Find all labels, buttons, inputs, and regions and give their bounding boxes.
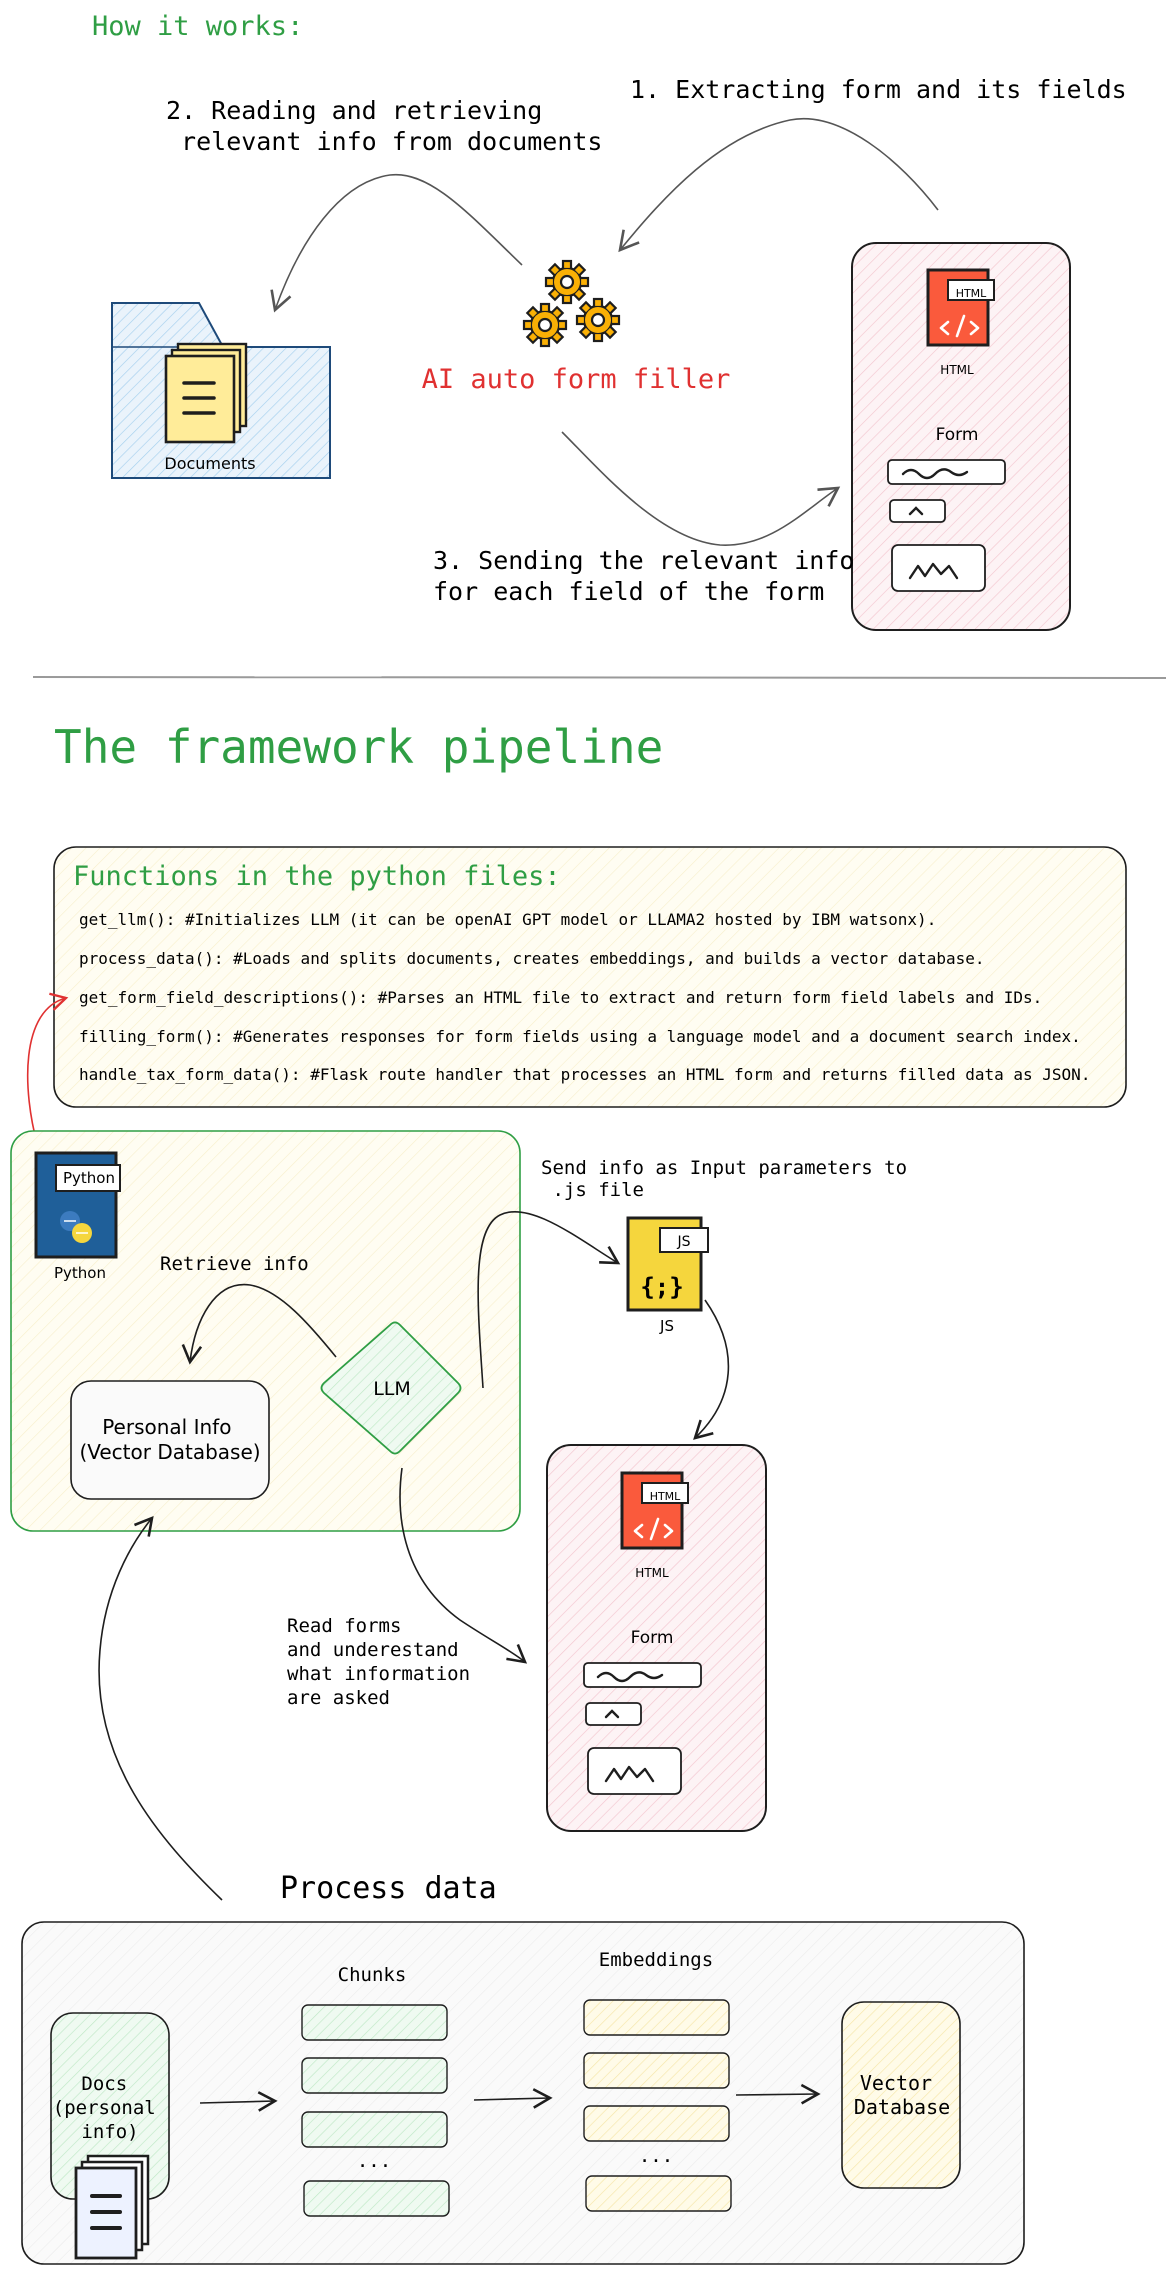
llm-label: LLM (373, 1378, 411, 1400)
function-item: filling_form(): #Generates responses for… (79, 1027, 1081, 1046)
svg-text:{;}: {;} (640, 1273, 683, 1301)
step2-line2: relevant info from documents (166, 127, 603, 156)
chunk-item (301, 2004, 448, 2041)
arrow-process-to-personal-info (98, 1515, 223, 1901)
html-tag-top: HTML (956, 287, 987, 300)
function-item: handle_tax_form_data(): #Flask route han… (79, 1065, 1090, 1084)
embedding-item (583, 1999, 730, 2036)
form-phone-bottom: HTML HTML Form (546, 1444, 767, 1832)
arrow-docs-to-chunks (199, 2091, 278, 2112)
documents-icon (164, 342, 248, 444)
functions-box: Functions in the python files: get_llm()… (53, 846, 1127, 1108)
html-file-icon (620, 1471, 690, 1550)
form-label-top: Form (936, 425, 979, 445)
step2-label: 2. Reading and retrieving relevant info … (166, 96, 603, 156)
personal-info-line2: (Vector Database) (79, 1440, 260, 1464)
arrow-js-to-form (693, 1299, 730, 1440)
pipeline-title: The framework pipeline (54, 720, 663, 774)
html-tag-bottom: HTML (650, 1490, 681, 1503)
embeddings-ellipsis: ... (639, 2145, 673, 2167)
functions-title: Functions in the python files: (73, 861, 561, 892)
embedding-item (585, 2175, 732, 2212)
documents-label: Documents (164, 454, 255, 473)
personal-info-label: Personal Info (Vector Database) (79, 1415, 260, 1464)
step1-label: 1. Extracting form and its fields (630, 75, 1127, 104)
form-field-3 (587, 1747, 682, 1795)
python-caption: Python (54, 1264, 106, 1282)
embeddings-label: Embeddings (599, 1949, 713, 1971)
html-caption-bottom: HTML (635, 1566, 669, 1580)
personal-info-line1: Personal Info (102, 1415, 231, 1439)
docs-label: Docs (personal info) (53, 2073, 167, 2143)
gears-icon (522, 259, 621, 348)
arrow-llm-to-js (477, 1210, 621, 1389)
docs-line2: (personal (53, 2097, 156, 2119)
form-field-3 (891, 544, 986, 592)
chunks-ellipsis: ... (357, 2150, 391, 2172)
chunk-item (301, 2057, 448, 2094)
function-item: get_form_field_descriptions(): #Parses a… (79, 988, 1042, 1007)
read-forms-line2: and underestand (287, 1639, 459, 1661)
documents-folder: Documents (111, 302, 331, 479)
form-field-1 (887, 459, 1006, 485)
read-forms-line3: what information (287, 1663, 470, 1685)
html-caption-top: HTML (940, 363, 974, 377)
read-forms-label: Read forms and underestand what informat… (287, 1615, 481, 1709)
chunks-label: Chunks (338, 1964, 407, 1986)
arrow-chunks-to-embeddings (473, 2088, 553, 2109)
ai-filler-label: AI auto form filler (422, 364, 731, 395)
chunk-item (301, 2111, 448, 2148)
send-info-line2: .js file (541, 1179, 644, 1201)
form-phone-top: HTML HTML Form (851, 242, 1071, 631)
read-forms-line4: are asked (287, 1687, 390, 1709)
embedding-item (583, 2105, 730, 2142)
js-tag: JS (676, 1234, 690, 1250)
docs-line1: Docs (81, 2073, 127, 2095)
send-info-line1: Send info as Input parameters to (541, 1157, 907, 1179)
step3-label: 3. Sending the relevant info for each fi… (433, 546, 870, 606)
arrow-filler-to-form (561, 431, 841, 546)
step2-line1: 2. Reading and retrieving (166, 96, 542, 125)
step3-line2: for each field of the form (433, 577, 824, 606)
embeddings-list: ... (583, 1999, 732, 2212)
read-forms-line1: Read forms (287, 1615, 401, 1637)
arrow-form-to-filler (618, 117, 939, 253)
vector-db-label: Vector Database (854, 2071, 950, 2119)
form-field-1 (583, 1662, 702, 1688)
arrow-python-to-functions (26, 992, 69, 1148)
vector-db-line1: Vector (860, 2071, 932, 2095)
docs-icon (74, 2154, 150, 2260)
docs-line3: info) (81, 2121, 138, 2143)
vector-db-line2: Database (854, 2095, 950, 2119)
python-tag: Python (63, 1169, 115, 1187)
embedding-item (583, 2052, 730, 2089)
personal-info-box (70, 1380, 270, 1500)
process-title: Process data (280, 1871, 497, 1906)
arrow-llm-to-personal-info (181, 1283, 337, 1365)
chunk-item (303, 2180, 450, 2217)
section-divider (32, 676, 1167, 679)
step3-line1: 3. Sending the relevant info (433, 546, 854, 575)
function-item: process_data(): #Loads and splits docume… (79, 949, 984, 968)
process-container (21, 1921, 1025, 2265)
arrow-filler-to-documents (270, 173, 523, 313)
llm-node: LLM (320, 1321, 462, 1455)
js-file-icon: {;} (626, 1216, 709, 1312)
vector-db-box (841, 2001, 961, 2189)
python-file-icon (34, 1151, 121, 1259)
function-item: get_llm(): #Initializes LLM (it can be o… (79, 910, 936, 929)
send-info-label: Send info as Input parameters to .js fil… (541, 1157, 919, 1201)
how-heading: How it works: (92, 11, 303, 42)
chunks-list: ... (301, 2004, 450, 2217)
form-label-bottom: Form (631, 1628, 674, 1648)
html-file-icon (926, 268, 996, 347)
js-caption: JS (659, 1317, 674, 1335)
arrow-embeddings-to-vector-db (735, 2083, 821, 2105)
retrieve-info-label: Retrieve info (160, 1253, 309, 1275)
arrow-llm-to-form (399, 1467, 528, 1664)
